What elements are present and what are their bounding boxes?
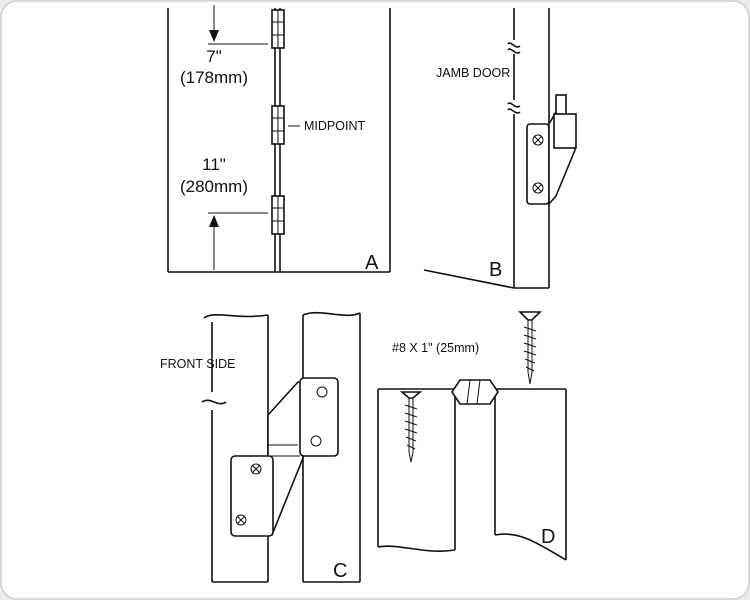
midpoint-label: MIDPOINT — [304, 119, 365, 133]
jamb-door-label: JAMB DOOR — [436, 66, 510, 80]
hinge-plate-b — [526, 94, 577, 207]
top-dimension-mm: (178mm) — [180, 68, 248, 87]
bottom-dimension-arrow — [208, 212, 268, 270]
panel-d-letter: D — [541, 526, 555, 548]
hinge-c — [230, 377, 339, 537]
screw-spec-label: #8 X 1" (25mm) — [392, 341, 479, 355]
panel-c-letter: C — [333, 560, 347, 582]
hinge-knuckle-d — [451, 379, 499, 405]
top-dimension-arrow — [208, 5, 268, 45]
screw-loose — [518, 311, 542, 385]
panel-b: JAMB DOOR B — [423, 8, 577, 289]
panel-a-letter: A — [365, 252, 379, 274]
panel-c: FRONT SIDE C — [160, 311, 361, 583]
bottom-dimension-inches: 11" — [202, 155, 226, 174]
hinge-top — [271, 9, 285, 49]
panel-b-letter: B — [489, 259, 502, 281]
hinge-bottom — [271, 195, 285, 235]
hinge-midpoint — [271, 105, 285, 145]
screw-installed — [399, 391, 423, 463]
bottom-dimension-mm: (280mm) — [180, 177, 248, 196]
top-dimension-inches: 7" — [206, 47, 222, 66]
front-side-label: FRONT SIDE — [160, 357, 235, 371]
panel-d: #8 X 1" (25mm) D — [377, 311, 567, 561]
panel-a: 7" (178mm) MIDPOINT 11" (280mm) A — [167, 5, 391, 274]
